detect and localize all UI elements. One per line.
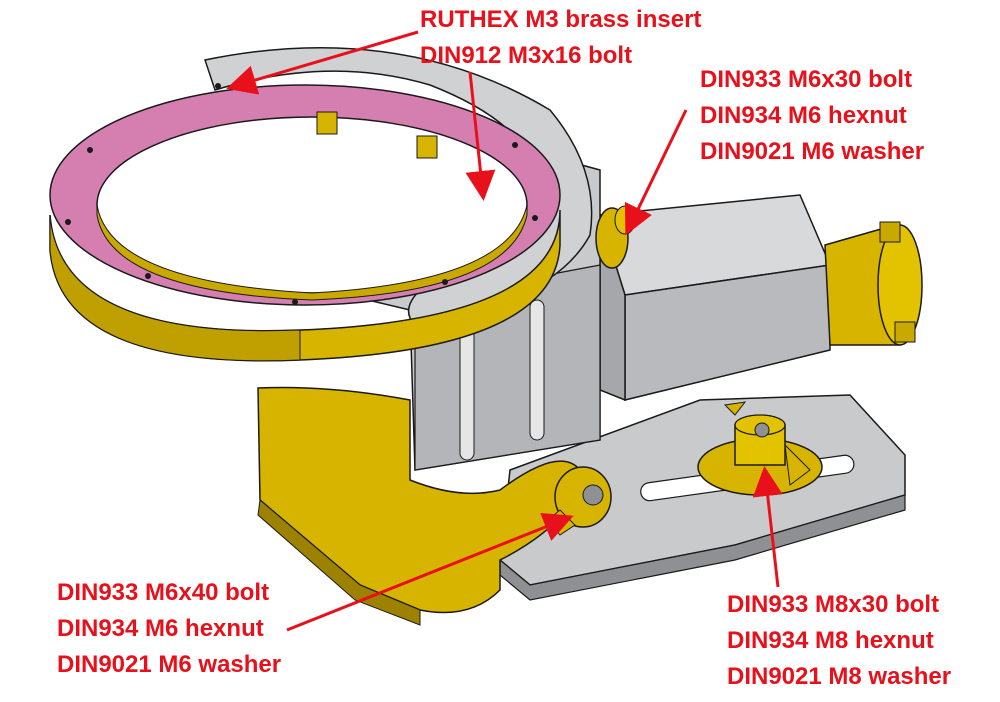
callout-base-line1: DIN933 M8x30 bolt (727, 591, 940, 618)
ring-assembly (49, 83, 561, 362)
callout-insert-line2: DIN912 M3x16 bolt (420, 42, 633, 69)
arrow-insert-1 (226, 30, 419, 95)
arrow-clamp (624, 109, 688, 236)
callout-tilt: DIN933 M6x40 bolt DIN934 M6 hexnut DIN90… (57, 575, 281, 683)
arrow-tilt (286, 512, 574, 632)
callout-clamp-line1: DIN933 M6x30 bolt (700, 66, 913, 93)
callout-insert: RUTHEX M3 brass insert DIN912 M3x16 bolt (420, 2, 701, 74)
callout-tilt-line3: DIN9021 M6 washer (57, 651, 282, 678)
callout-clamp-line2: DIN934 M6 hexnut (700, 102, 907, 129)
callout-tilt-line2: DIN934 M6 hexnut (57, 615, 264, 642)
callout-clamp-line3: DIN9021 M6 washer (700, 138, 925, 165)
top-flange (204, 46, 593, 326)
arrow-insert-2 (465, 71, 496, 201)
callout-arrows (226, 30, 783, 632)
callout-base-line2: DIN934 M8 hexnut (727, 627, 934, 654)
motor-cylinder (824, 221, 923, 346)
callout-clamp: DIN933 M6x30 bolt DIN934 M6 hexnut DIN90… (700, 62, 924, 170)
callout-base-line3: DIN9021 M8 washer (727, 663, 952, 690)
arrow-base (752, 466, 783, 588)
callout-tilt-line1: DIN933 M6x40 bolt (57, 579, 270, 606)
callout-base: DIN933 M8x30 bolt DIN934 M8 hexnut DIN90… (727, 587, 951, 695)
rear-box (599, 194, 832, 402)
callout-insert-line1: RUTHEX M3 brass insert (420, 6, 702, 33)
